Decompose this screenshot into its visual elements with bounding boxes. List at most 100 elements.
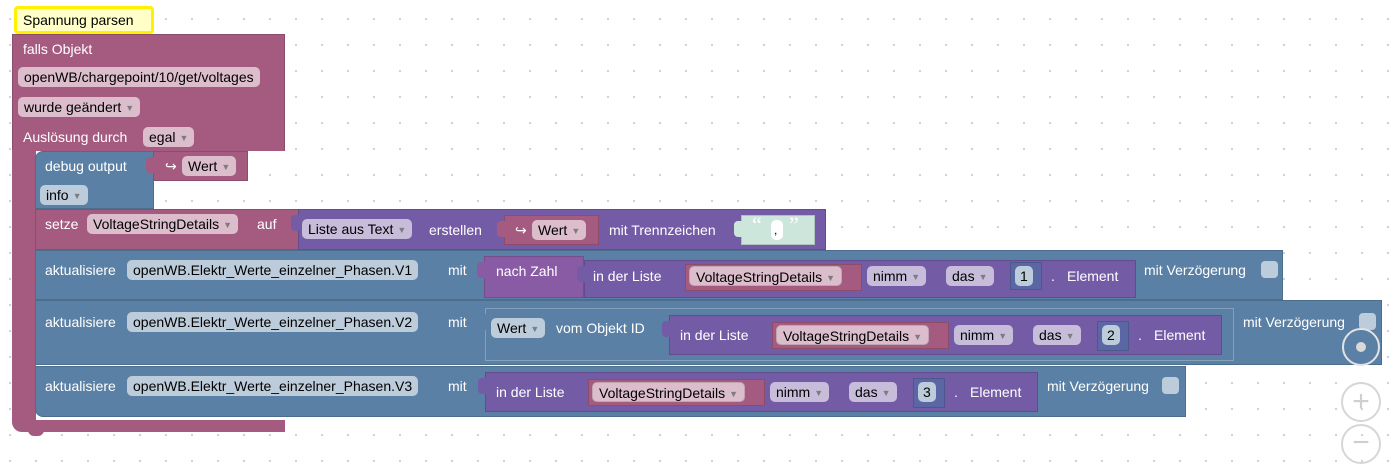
zoom-out-button[interactable]: −	[1341, 424, 1381, 464]
dropdown-arrow-icon: ▼	[913, 332, 922, 342]
condition-value: wurde geändert	[24, 99, 122, 115]
return-arrow-icon: ↪	[515, 222, 527, 238]
update-object-field[interactable]: openWB.Elektr_Werte_einzelner_Phasen.V3	[127, 376, 419, 396]
block-comment[interactable]: Spannung parsen	[14, 6, 154, 34]
list-where-dropdown[interactable]: das▼	[946, 266, 994, 286]
quote-close-icon: ”	[789, 212, 799, 237]
index-input[interactable]: 1	[1015, 266, 1033, 286]
delimiter-value: ,	[774, 223, 778, 237]
value-prop-dropdown[interactable]: Wert▼	[491, 318, 546, 338]
in-list-label: in der Liste	[593, 268, 662, 284]
list-mode-value: Liste aus Text	[308, 221, 394, 237]
debug-output-label: debug output	[45, 158, 127, 174]
element-label: Element	[1154, 327, 1206, 343]
object-id-value: openWB/chargepoint/10/get/voltages	[24, 69, 254, 85]
list-op-dropdown[interactable]: nimm▼	[954, 325, 1014, 345]
list-var-dropdown[interactable]: VoltageStringDetails▼	[776, 325, 929, 345]
quote-open-icon: “	[752, 212, 762, 237]
update-object-field[interactable]: openWB.Elektr_Werte_einzelner_Phasen.V1	[127, 260, 419, 280]
list-get-connector	[662, 321, 670, 337]
index-input[interactable]: 3	[918, 382, 936, 402]
set-variable-dropdown[interactable]: VoltageStringDetails▼	[87, 214, 238, 234]
dropdown-arrow-icon: ▼	[911, 272, 921, 282]
dropdown-arrow-icon: ▼	[223, 220, 232, 230]
with-label: mit	[448, 378, 467, 394]
source-value-dropdown[interactable]: Wert▼	[532, 220, 587, 240]
debug-value-var: Wert	[188, 158, 218, 174]
dropdown-arrow-icon: ▼	[826, 273, 835, 283]
list-var-name: VoltageStringDetails	[696, 269, 823, 285]
value-prop-value: Wert	[497, 320, 527, 336]
list-where-value: das	[952, 268, 975, 284]
dropdown-arrow-icon: ▼	[221, 162, 231, 172]
update-object-value: openWB.Elektr_Werte_einzelner_Phasen.V3	[133, 378, 413, 394]
with-label: mit	[448, 262, 467, 278]
comment-text: Spannung parsen	[23, 12, 134, 28]
list-mode-dropdown[interactable]: Liste aus Text▼	[302, 219, 413, 239]
list-from-text-connector	[291, 215, 299, 231]
set-label: setze	[45, 216, 79, 232]
trigger-block-foot	[12, 420, 285, 432]
set-variable-name: VoltageStringDetails	[93, 216, 220, 232]
dropdown-arrow-icon: ▼	[729, 389, 738, 399]
in-list-label: in der Liste	[680, 327, 749, 343]
object-id-label: vom Objekt ID	[556, 320, 645, 336]
recenter-button[interactable]	[1342, 328, 1380, 366]
delimiter-label: mit Trennzeichen	[609, 222, 716, 238]
list-where-value: das	[1039, 327, 1062, 343]
condition-dropdown[interactable]: wurde geändert▼	[18, 97, 141, 117]
list-get-connector	[577, 266, 585, 282]
dropdown-arrow-icon: ▼	[881, 388, 891, 398]
delay-checkbox[interactable]	[1261, 261, 1278, 278]
get-object-value-connector	[478, 314, 486, 330]
trigger-by-dropdown[interactable]: egal▼	[143, 127, 195, 147]
zoom-in-button[interactable]: +	[1341, 382, 1381, 422]
debug-value-dropdown[interactable]: Wert▼	[182, 156, 237, 176]
list-where-dropdown[interactable]: das▼	[849, 382, 897, 402]
list-op-dropdown[interactable]: nimm▼	[770, 382, 830, 402]
list-op-value: nimm	[960, 327, 995, 343]
delay-checkbox[interactable]	[1162, 377, 1179, 394]
update-object-field[interactable]: openWB.Elektr_Werte_einzelner_Phasen.V2	[127, 312, 419, 332]
index-input[interactable]: 2	[1102, 325, 1120, 345]
list-op-dropdown[interactable]: nimm▼	[867, 266, 927, 286]
list-var-dropdown[interactable]: VoltageStringDetails▼	[592, 382, 745, 402]
delimiter-text-connector	[734, 221, 742, 237]
index-value: 2	[1107, 327, 1115, 343]
list-var-name: VoltageStringDetails	[599, 385, 726, 401]
to-number-connector	[477, 262, 485, 278]
set-to-label: auf	[257, 216, 277, 232]
debug-level-dropdown[interactable]: info▼	[40, 185, 88, 205]
update-object-value: openWB.Elektr_Werte_einzelner_Phasen.V2	[133, 314, 413, 330]
trigger-by-value: egal	[149, 129, 176, 145]
element-label: Element	[1067, 268, 1119, 284]
delay-checkbox[interactable]	[1359, 313, 1376, 330]
object-id-field[interactable]: openWB/chargepoint/10/get/voltages	[18, 67, 260, 87]
source-value-connector	[497, 221, 505, 237]
delay-label: mit Verzögerung	[1243, 314, 1345, 330]
dropdown-arrow-icon: ▼	[397, 225, 407, 235]
delay-label: mit Verzögerung	[1144, 262, 1246, 278]
minus-icon: −	[1352, 426, 1370, 459]
dropdown-arrow-icon: ▼	[814, 388, 824, 398]
dropdown-arrow-icon: ▼	[998, 331, 1008, 341]
plus-icon: +	[1352, 385, 1370, 418]
trigger-label: falls Objekt	[23, 41, 93, 57]
target-icon	[1356, 342, 1366, 352]
list-get-connector	[478, 378, 486, 394]
element-label: Element	[970, 384, 1022, 400]
with-label: mit	[448, 314, 467, 330]
debug-level-value: info	[46, 187, 69, 203]
create-label: erstellen	[429, 222, 482, 238]
dot-label: .	[1051, 268, 1055, 284]
list-where-dropdown[interactable]: das▼	[1033, 325, 1081, 345]
list-var-dropdown[interactable]: VoltageStringDetails▼	[689, 266, 842, 286]
dot-label: .	[1138, 327, 1142, 343]
update-object-value: openWB.Elektr_Werte_einzelner_Phasen.V1	[133, 262, 413, 278]
trigger-block-spine	[12, 150, 36, 422]
update-label: aktualisiere	[45, 314, 116, 330]
dropdown-arrow-icon: ▼	[978, 272, 988, 282]
source-value-var: Wert	[538, 222, 568, 238]
delimiter-input[interactable]: ,	[771, 220, 783, 240]
update-label: aktualisiere	[45, 262, 116, 278]
